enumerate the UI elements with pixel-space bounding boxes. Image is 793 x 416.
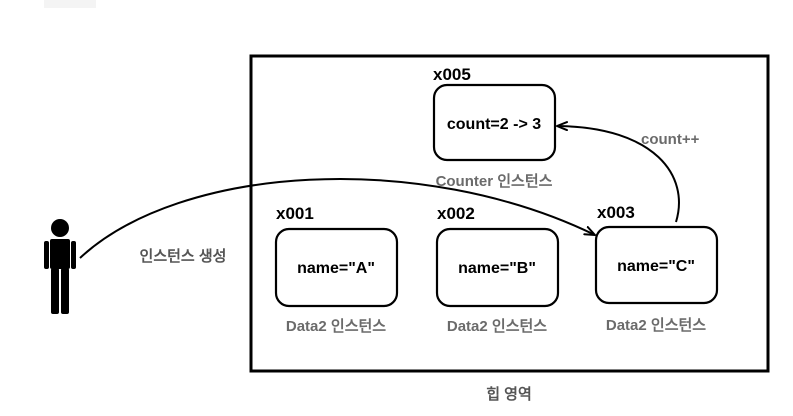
person-icon	[44, 219, 76, 314]
instance-caption: Data2 인스턴스	[447, 317, 547, 335]
counter-content: count=2 -> 3	[447, 116, 541, 133]
heap-area	[249, 54, 770, 373]
instance-box	[274, 227, 399, 308]
increment-arrow	[556, 121, 680, 223]
instance-address: x003	[597, 203, 635, 222]
counter-caption: Counter 인스턴스	[436, 172, 553, 190]
instance-content: name="B"	[458, 260, 536, 277]
instance-content: name="C"	[617, 258, 695, 275]
corner-mark	[44, 0, 96, 8]
instance-caption: Data2 인스턴스	[286, 317, 386, 335]
counter-box	[432, 83, 557, 162]
actor-label: 인스턴스 생성	[140, 247, 227, 265]
instance-box	[435, 227, 560, 308]
instance-address: x002	[437, 204, 475, 223]
instance-box	[594, 225, 719, 305]
counter-address: x005	[433, 65, 471, 84]
instance-address: x001	[276, 204, 314, 223]
instance-caption: Data2 인스턴스	[606, 316, 706, 334]
creation-arrow	[79, 178, 596, 259]
increment-label: count++	[641, 131, 700, 148]
heap-label: 힙 영역	[486, 385, 532, 403]
instance-content: name="A"	[297, 260, 375, 277]
